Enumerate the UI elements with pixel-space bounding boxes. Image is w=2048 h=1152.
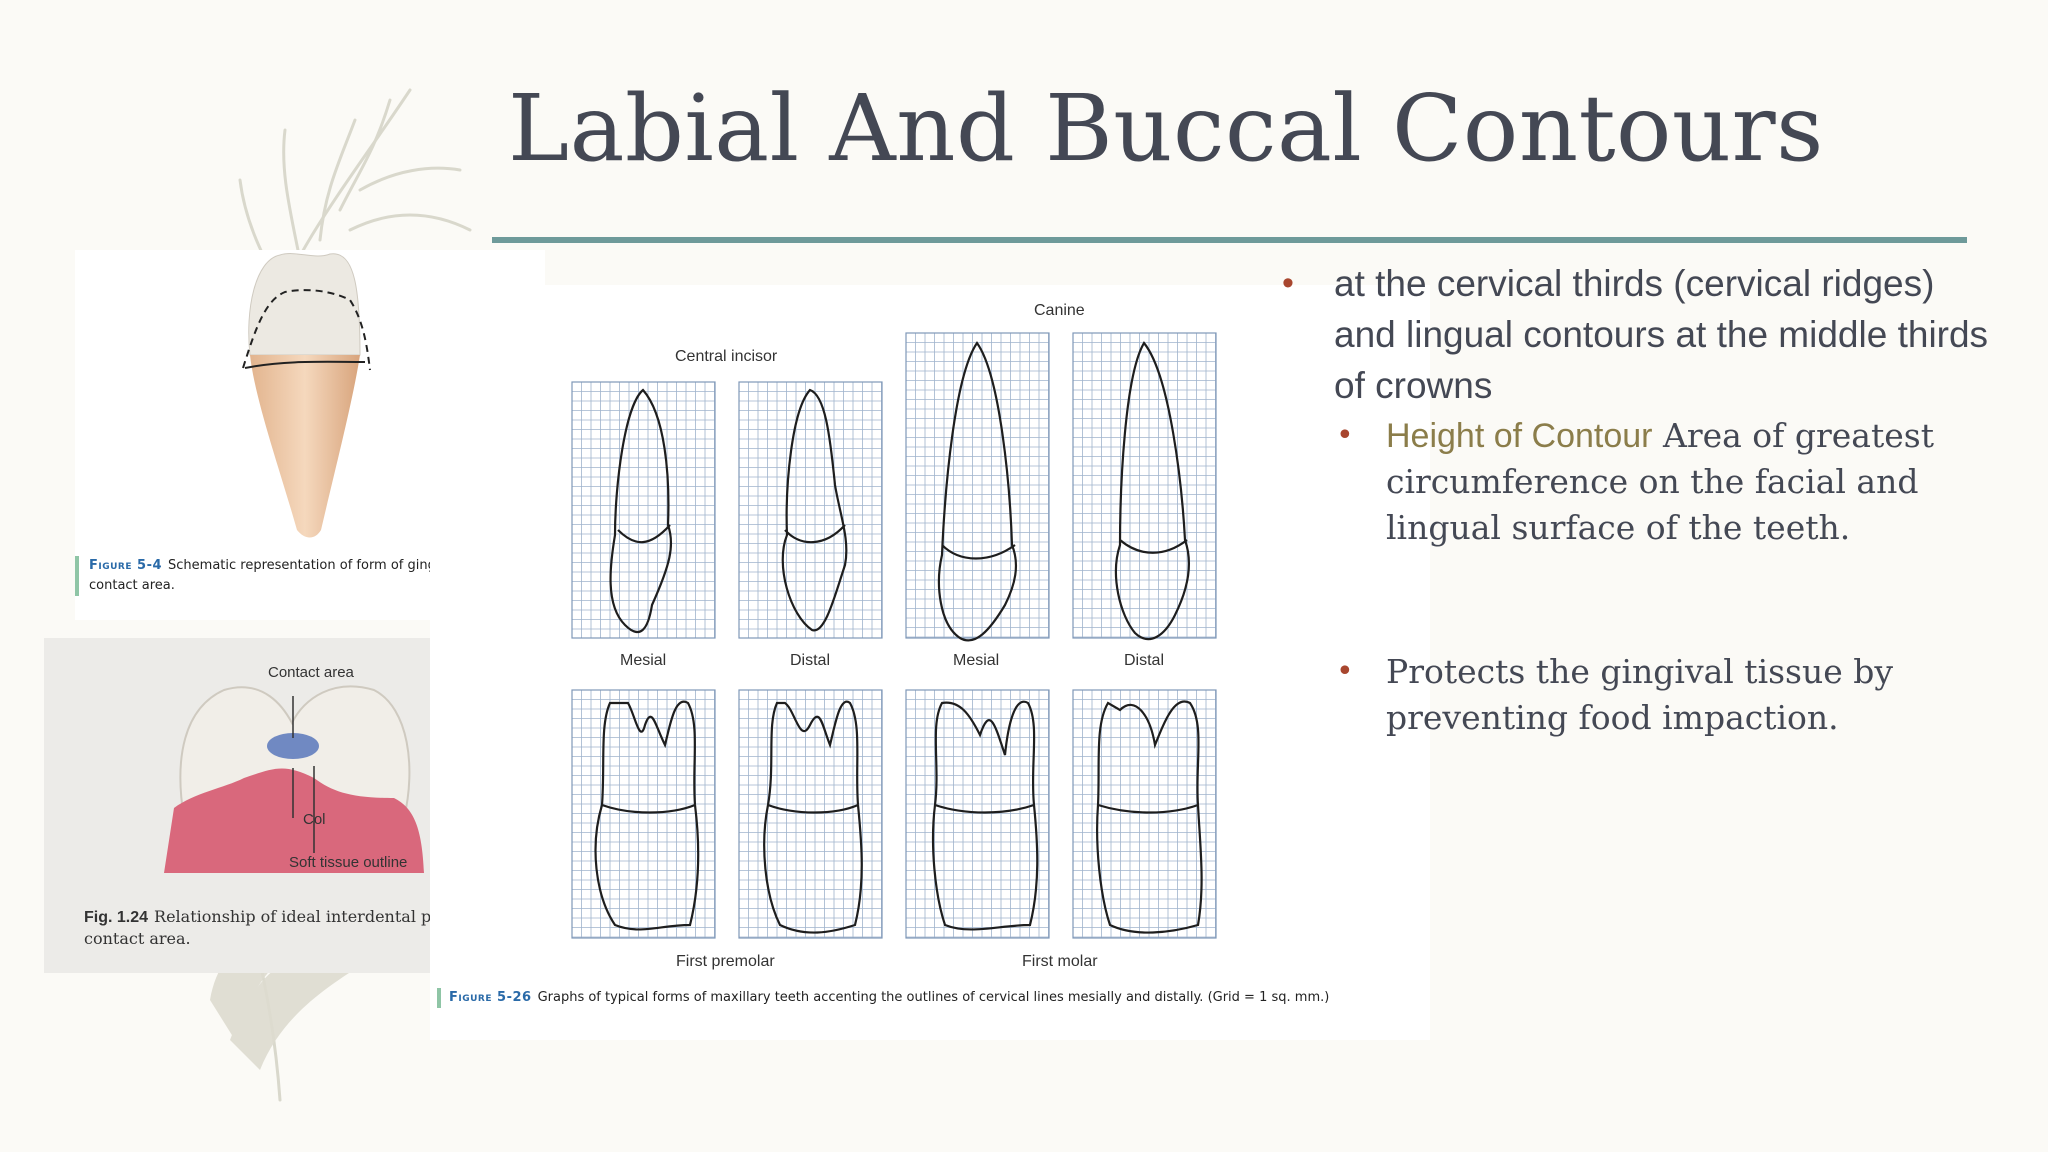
molar-papilla-icon	[164, 685, 424, 873]
mesial-label-2: Mesial	[953, 652, 1000, 669]
figure-5-26-label: Figure 5-26	[449, 990, 532, 1005]
central-incisor-label: Central incisor	[675, 348, 778, 365]
height-of-contour-term: Height of Contour	[1386, 417, 1653, 455]
bullet-dot-icon: •	[1282, 264, 1294, 302]
figure-5-26-panel: Central incisor Canine Mesial Distal Mes…	[430, 285, 1430, 1040]
mesial-label-1: Mesial	[620, 652, 667, 669]
bullet-sub-2: • Protects the gingival tissue by preven…	[1282, 649, 2002, 741]
title-divider	[492, 237, 1967, 243]
canine-label: Canine	[1034, 302, 1085, 319]
slide-title: Labial And Buccal Contours	[508, 75, 1824, 182]
grid-canine-distal	[1072, 332, 1217, 639]
first-molar-label: First molar	[1022, 953, 1098, 970]
tooth-outline-7	[931, 700, 1039, 931]
tooth-outline-5	[594, 700, 700, 931]
distal-label-1: Distal	[790, 652, 831, 669]
bullet-list: • at the cervical thirds (cervical ridge…	[1282, 258, 2002, 741]
tooth-outline-3	[937, 341, 1018, 642]
bullet-dot-icon: •	[1336, 418, 1354, 453]
tooth-gingiva-icon	[242, 253, 371, 538]
grid-ci-distal	[738, 381, 883, 639]
tooth-outline-1	[609, 388, 673, 633]
figure-1-24-label: Fig. 1.24	[84, 909, 149, 926]
tooth-outline-2	[781, 388, 848, 632]
distal-label-2: Distal	[1124, 652, 1165, 669]
tooth-outline-grids	[571, 332, 1217, 939]
height-of-contour-definition: Area of greatest circumference on the fa…	[1386, 416, 1934, 547]
tooth-outline-4	[1114, 341, 1190, 641]
grid-molar-mesial	[905, 689, 1050, 939]
bullet-sub-1: • Height of Contour Area of greatest cir…	[1282, 413, 2002, 551]
tooth-outline-8	[1096, 700, 1203, 934]
figure-5-4-label: Figure 5-4	[89, 558, 163, 573]
tooth-outline-6	[763, 700, 863, 934]
grid-premolar-mesial	[571, 689, 716, 939]
soft-tissue-label: Soft tissue outline	[289, 854, 408, 871]
grid-molar-distal	[1072, 689, 1217, 939]
grid-canine-mesial	[905, 332, 1050, 639]
bullet-main: • at the cervical thirds (cervical ridge…	[1282, 258, 2002, 411]
grid-ci-mesial	[571, 381, 716, 639]
bullet-dot-icon: •	[1336, 654, 1354, 689]
first-premolar-label: First premolar	[676, 953, 775, 970]
col-label: Col	[303, 811, 326, 828]
contact-area-label: Contact area	[268, 664, 354, 681]
